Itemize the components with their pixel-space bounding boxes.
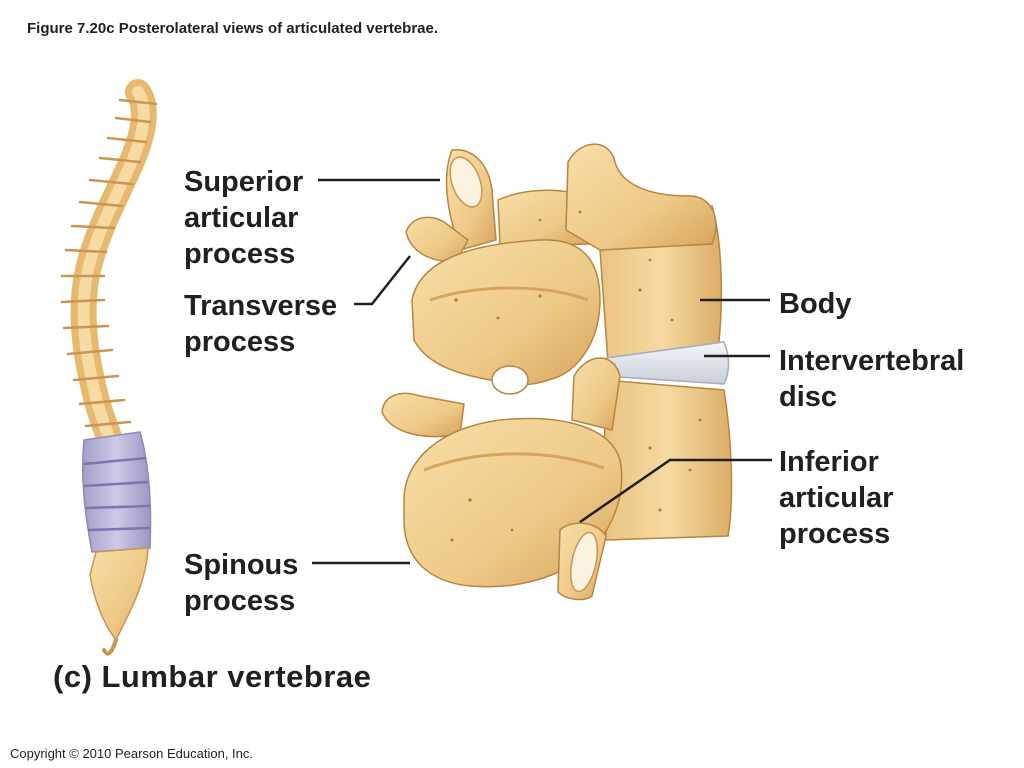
spine-overview <box>60 79 158 656</box>
intervertebral-disc <box>603 341 730 385</box>
articulated-vertebrae <box>381 143 733 601</box>
figure-caption: Figure 7.20c Posterolateral views of art… <box>27 20 439 37</box>
label-transverse-process: Transverse process <box>184 290 338 358</box>
label-superior-articular-process: Superior articular process <box>184 166 304 270</box>
label-body: Body <box>779 288 852 320</box>
label-inferior-articular-process: Inferior articular process <box>779 446 894 550</box>
upper-transverse-process <box>405 216 469 263</box>
panel-title: (c) Lumbar vertebrae <box>53 659 372 694</box>
upper-mammillary <box>565 143 717 251</box>
leader-inferior-articular <box>579 458 772 524</box>
lower-superior-articular-process <box>571 357 621 431</box>
label-intervertebral-disc: Intervertebral disc <box>779 345 965 413</box>
leader-transverse <box>354 255 411 306</box>
copyright-notice: Copyright © 2010 Pearson Education, Inc. <box>10 746 254 761</box>
spine-lumbar-region <box>81 431 152 553</box>
spine-sacrum <box>89 547 149 642</box>
upper-spinous-process <box>411 239 601 386</box>
lower-transverse-process <box>381 392 465 438</box>
intervertebral-foramen <box>491 365 529 395</box>
leader-lines <box>312 178 772 565</box>
label-spinous-process: Spinous process <box>184 549 299 617</box>
